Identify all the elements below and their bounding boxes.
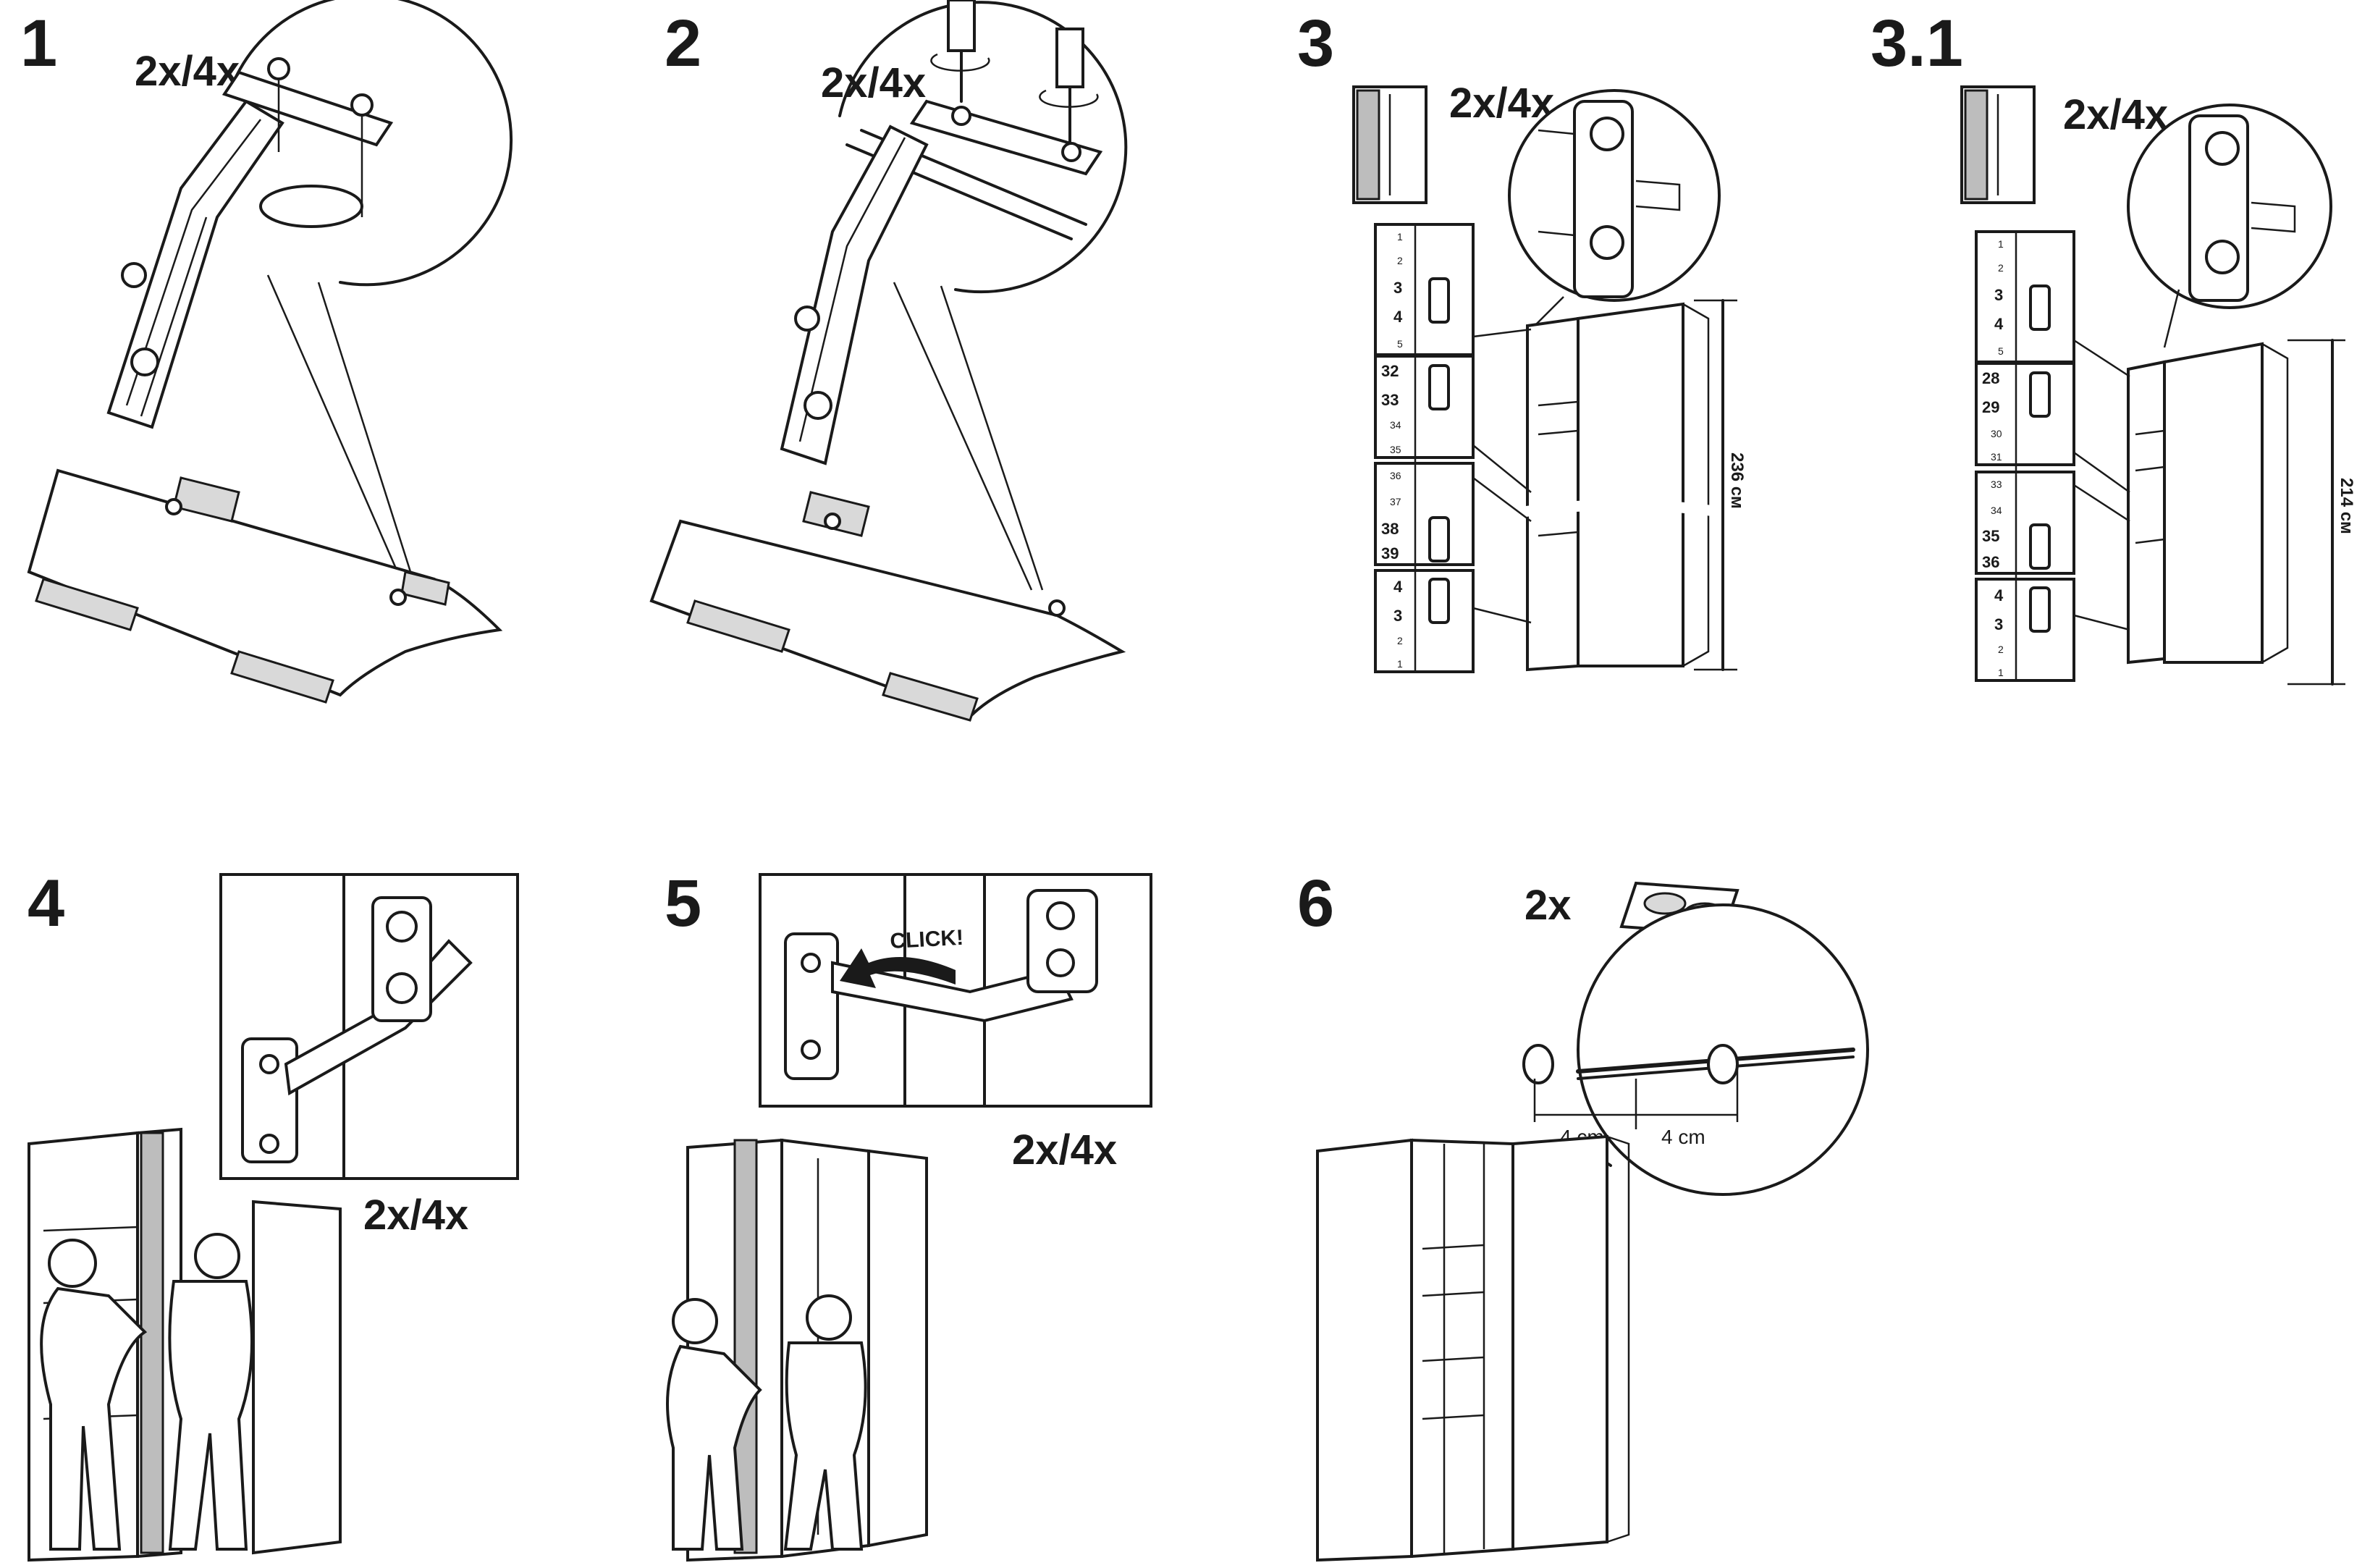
step-number: 6 — [1297, 867, 1335, 940]
hole-row-label: 1 — [1998, 667, 2004, 678]
step-number: 4 — [28, 867, 65, 940]
cabinet-hole-positions-illustration: 236 см 1 2 3 4 5 32 33 34 35 36 37 38 39… — [1352, 85, 1747, 673]
step-2: 2 2x/4x — [649, 0, 1202, 724]
door-mount-illustration — [28, 873, 519, 1562]
click-callout-label: CLICK! — [890, 926, 964, 953]
step-number: 1 — [20, 7, 58, 80]
hole-row-label: 30 — [1991, 428, 2002, 439]
hole-row-label: 1 — [1397, 231, 1403, 243]
quantity-label: 2x/4x — [363, 1192, 469, 1239]
hole-row-label: 3 — [1994, 286, 2003, 304]
quantity-label: 2x/4x — [2063, 91, 2169, 138]
hole-row-label: 34 — [1390, 419, 1401, 431]
hole-row-label: 1 — [1397, 658, 1403, 670]
hole-row-label: 2 — [1998, 262, 2004, 274]
hole-row-label: 39 — [1381, 544, 1399, 562]
step-3-1: 3.1 2x/4x 214 см 1 2 3 4 5 28 29 — [1860, 0, 2367, 724]
hole-row-label: 36 — [1982, 553, 1999, 571]
hole-row-label: 3 — [1994, 615, 2003, 633]
hole-row-label: 4 — [1994, 315, 2004, 333]
hole-row-label: 33 — [1381, 391, 1399, 409]
hole-row-label: 2 — [1397, 255, 1403, 266]
quantity-label: 2x/4x — [821, 59, 927, 106]
hole-row-label: 28 — [1982, 369, 1999, 387]
hole-row-label: 2 — [1397, 635, 1403, 646]
hole-row-label: 3 — [1393, 607, 1402, 625]
height-dimension-label: 236 см — [1727, 452, 1747, 509]
hole-row-label: 35 — [1982, 527, 1999, 545]
hole-row-label: 33 — [1991, 479, 2002, 490]
height-dimension-label: 214 см — [2337, 478, 2356, 534]
hole-row-label: 5 — [1998, 345, 2004, 357]
hole-row-label: 3 — [1393, 279, 1402, 297]
hole-row-label: 29 — [1982, 398, 1999, 416]
quantity-label: 2x/4x — [1012, 1126, 1118, 1173]
step-3: 3 2x/4x 236 см 1 2 — [1289, 0, 1781, 724]
hole-row-label: 2 — [1998, 644, 2004, 655]
step-number: 2 — [665, 7, 702, 80]
step-4: 4 2x/4x — [0, 854, 550, 1568]
quantity-label: 2x/4x — [1449, 80, 1555, 127]
dimension-label-right: 4 cm — [1661, 1126, 1705, 1148]
hole-row-label: 35 — [1390, 444, 1401, 455]
step-number: 5 — [665, 867, 702, 940]
hole-row-label: 31 — [1991, 451, 2002, 463]
door-click-illustration: CLICK! — [666, 873, 1152, 1562]
hole-row-label: 1 — [1998, 238, 2004, 250]
hole-row-label: 5 — [1397, 338, 1403, 350]
hole-row-label: 38 — [1381, 520, 1399, 538]
hole-row-label: 32 — [1381, 362, 1399, 380]
step-number: 3 — [1297, 7, 1335, 80]
quantity-label: 2x/4x — [135, 48, 240, 95]
hinge-attach-illustration — [27, 0, 513, 704]
hole-row-label: 4 — [1994, 586, 2004, 604]
hole-row-label: 4 — [1393, 578, 1403, 596]
step-6: 6 2x 4 cm 4 cm — [1289, 854, 1869, 1568]
step-1: 1 2x/4x — [0, 0, 550, 724]
hole-row-label: 36 — [1390, 470, 1401, 481]
step-number: 3.1 — [1871, 7, 1963, 80]
quantity-label: 2x — [1525, 882, 1572, 929]
step-5: 5 2x/4x CLICK! — [651, 854, 1202, 1568]
hole-row-label: 37 — [1390, 496, 1401, 507]
hole-row-label: 4 — [1393, 308, 1403, 326]
hole-row-label: 34 — [1991, 505, 2002, 516]
hinge-screw-illustration — [649, 0, 1128, 722]
cabinet-hole-positions-illustration: 214 см 1 2 3 4 5 28 29 30 31 33 34 35 36… — [1960, 85, 2356, 686]
bumper-placement-illustration: 4 cm 4 cm — [1316, 881, 1869, 1562]
